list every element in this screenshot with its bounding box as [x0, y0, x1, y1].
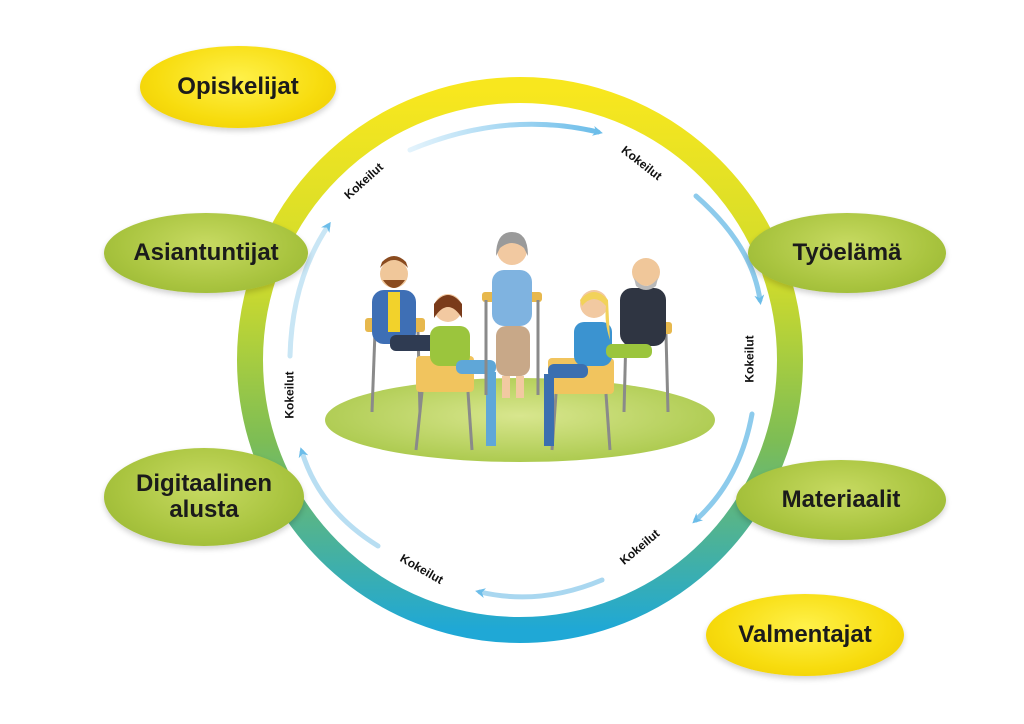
node-materiaalit-label: Materiaalit	[781, 485, 901, 513]
node-digitaalinen-line1: Digitaalinen	[135, 469, 273, 497]
node-digitaalinen-line2: alusta	[169, 496, 239, 523]
node-digitaalinen-alusta: Digitaalinen alusta	[104, 448, 304, 546]
person-left-man	[365, 256, 440, 413]
group-discussion-illustration	[365, 232, 672, 451]
arrow-upper-right	[693, 193, 765, 305]
person-green-top	[414, 294, 496, 451]
node-opiskelijat-label: Opiskelijat	[177, 72, 299, 100]
person-blonde-woman	[544, 290, 614, 451]
node-valmentajat-label: Valmentajat	[738, 620, 872, 648]
arrow-bottom	[475, 577, 605, 600]
cycle-ring	[237, 77, 803, 643]
node-asiantuntijat: Asiantuntijat	[104, 213, 308, 293]
arrow-lower-right	[692, 411, 755, 524]
node-asiantuntijat-label: Asiantuntijat	[133, 238, 279, 266]
arrow-label-left: Kokeilut	[282, 371, 297, 419]
node-tyoelama-label: Työelämä	[792, 238, 902, 266]
arrow-label-right: Kokeilut	[742, 335, 757, 383]
node-materiaalit: Materiaalit	[736, 460, 946, 540]
node-tyoelama: Työelämä	[748, 213, 946, 293]
node-opiskelijat: Opiskelijat	[140, 46, 336, 128]
person-right-man	[606, 258, 672, 413]
arrow-lower-left	[298, 447, 381, 549]
arrow-top	[407, 121, 603, 153]
person-center-woman	[482, 232, 542, 398]
node-valmentajat: Valmentajat	[706, 594, 904, 676]
arrow-upper-left	[287, 221, 331, 359]
